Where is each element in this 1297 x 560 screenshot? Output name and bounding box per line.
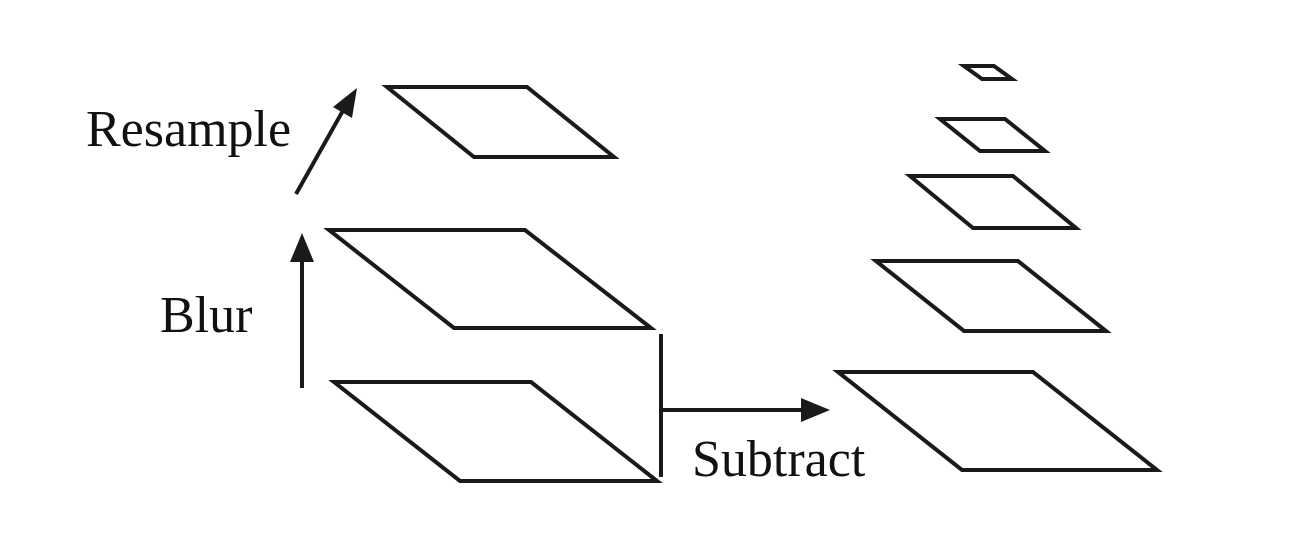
- left-plane-top: [381, 85, 620, 159]
- subtract-label: Subtract: [692, 431, 866, 488]
- subtract-arrowhead: [801, 398, 830, 422]
- resample-arrowhead: [333, 88, 357, 118]
- right-plane-5: [957, 64, 1019, 81]
- blur-arrowhead: [290, 233, 314, 262]
- resample-arrow: [294, 106, 347, 195]
- right-plane-1: [832, 370, 1163, 472]
- right-plane-3: [904, 174, 1082, 230]
- left-plane-middle: [323, 228, 657, 330]
- resample-label: Resample: [86, 101, 292, 158]
- right-plane-4: [934, 117, 1051, 153]
- blur-label: Blur: [160, 287, 253, 344]
- right-plane-2: [870, 259, 1112, 333]
- left-plane-bottom: [328, 380, 663, 483]
